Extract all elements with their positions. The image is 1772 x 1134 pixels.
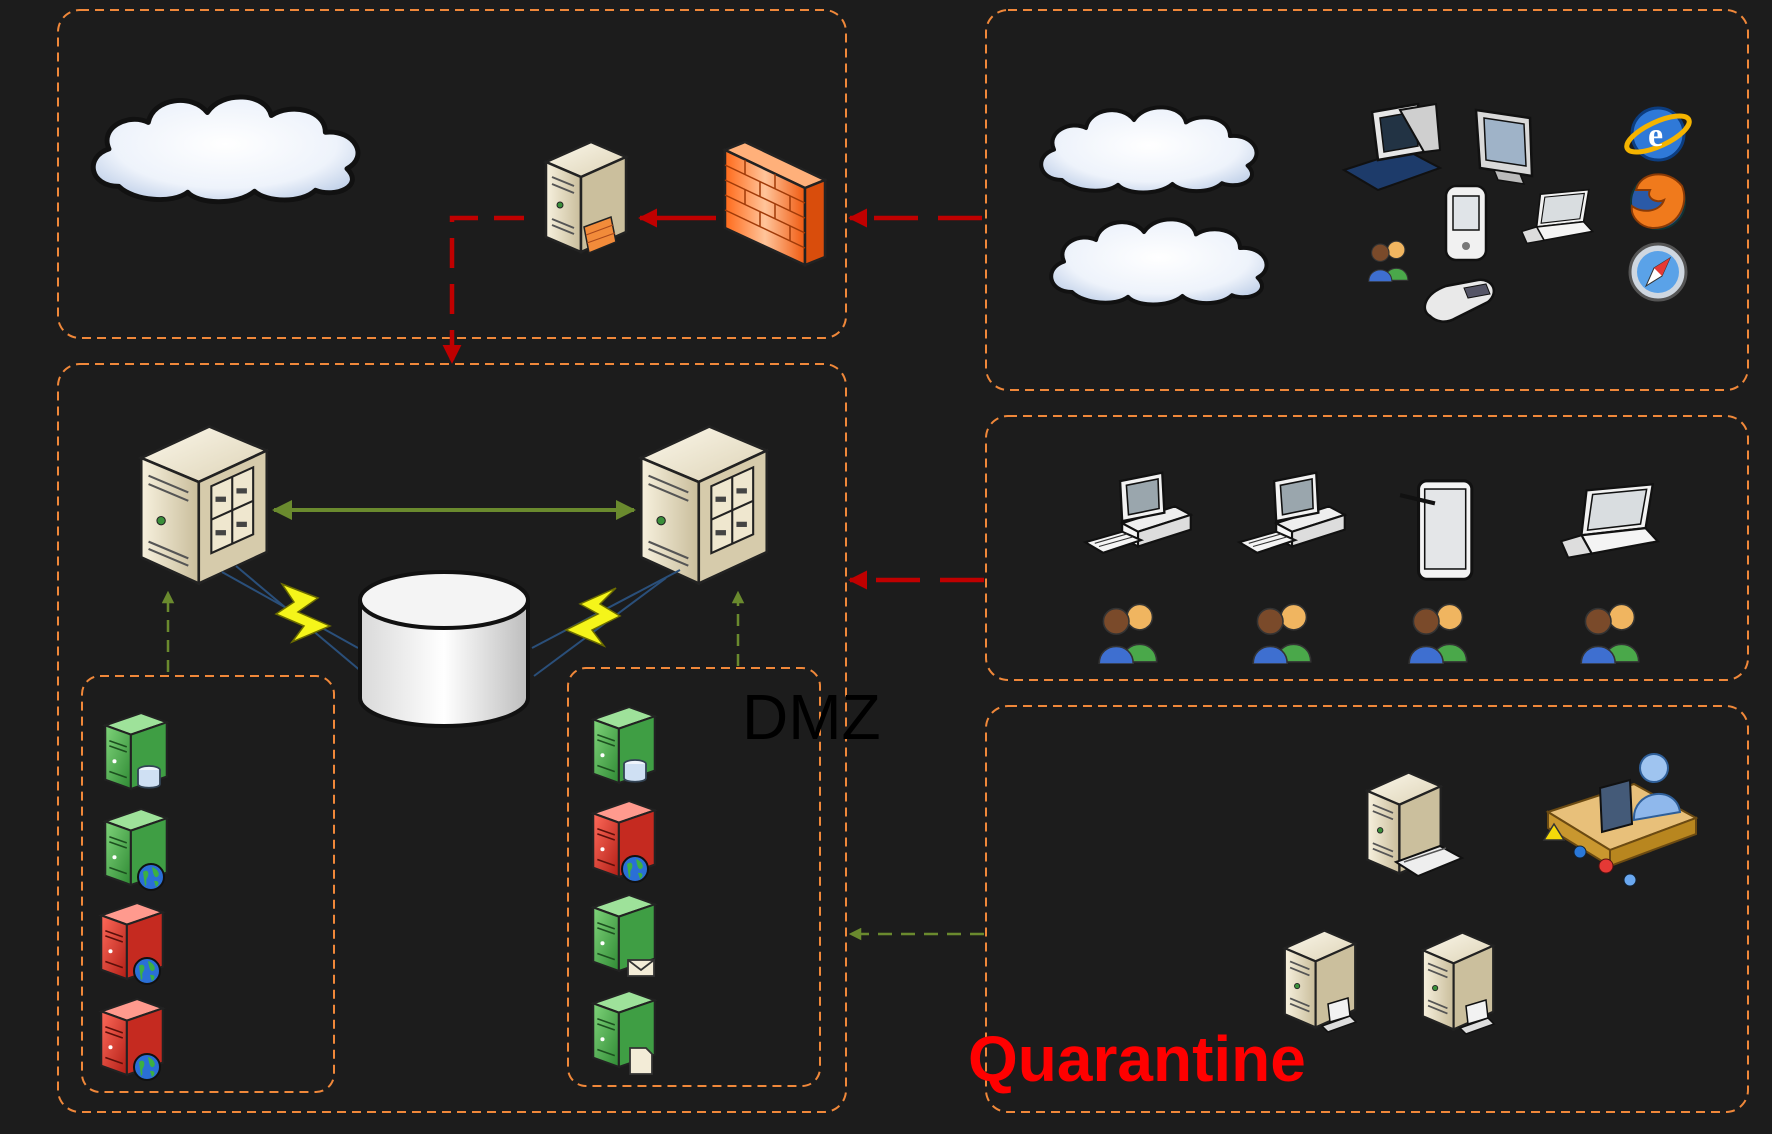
shared-storage-icon [358,570,530,728]
external-clients-zone [985,9,1749,391]
cloud-icon [1051,219,1266,304]
users-icon [1098,603,1158,664]
laptop-icon [1520,188,1594,245]
svg-text:e: e [1648,117,1663,154]
users-icon [1580,603,1640,664]
internet-explorer-icon: e [1624,106,1692,162]
cloud-icon [93,97,358,202]
cluster-server-icon [139,425,269,585]
remediation-server-icon [1366,771,1465,878]
mail-server-icon [592,894,656,977]
left-server-group [81,675,335,1093]
firewall-icon [723,140,827,267]
dmz-label: DMZ [742,681,881,753]
quarantine-label: Quarantine [968,1023,1306,1095]
primary-flow [442,208,984,590]
internal-clients-zone [985,415,1749,681]
client-server-icon [1421,931,1496,1035]
users-icon [1368,240,1409,282]
lightning-link-icon [274,582,622,648]
database-server-icon [104,712,168,790]
laptop-icon [1559,483,1660,559]
users-icon [1252,603,1312,664]
file-server-icon [592,990,656,1075]
web-server-icon [100,998,164,1081]
pda-icon [1444,184,1488,262]
admin-workstation-icon [1542,753,1699,887]
client-server-icon [1283,929,1358,1033]
users-icon [1408,603,1468,664]
right-server-stack [592,706,656,1075]
web-server-icon [100,902,164,985]
proxy-to-dmz-arrow [442,215,524,364]
workstation-icon [1084,471,1192,554]
zone-boxes [57,9,1749,1113]
cloud-icon [1039,105,1259,195]
right-server-group [567,667,821,1087]
mobile-phone-icon [1423,278,1496,323]
cluster-server-icon [639,425,769,585]
left-server-stack [100,712,168,1081]
database-server-icon [592,706,656,784]
web-server-icon [592,800,656,883]
quarantine-zone [985,705,1749,1113]
monitor-icon [1474,108,1534,185]
tablet-icon [1400,481,1472,579]
workstation-icon [1238,471,1346,554]
desktop-computer-icon [1341,102,1443,192]
internet-perimeter-zone [57,9,847,339]
proxy-server-icon [546,142,626,253]
dmz-zone [57,363,847,1113]
safari-icon [1628,242,1688,302]
web-server-icon [104,808,168,891]
firefox-icon [1630,173,1686,230]
